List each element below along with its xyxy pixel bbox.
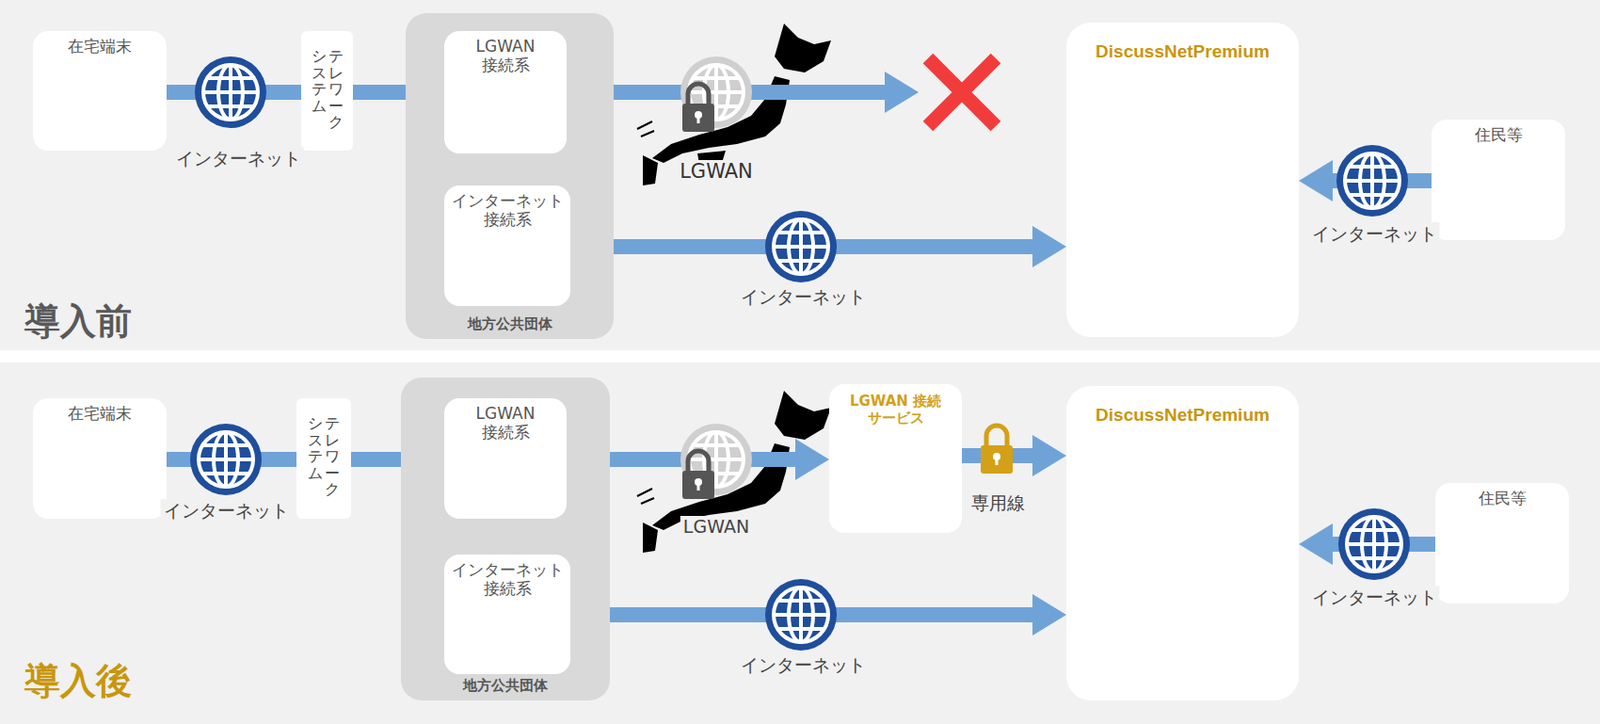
node-label: インターネット 接続系 bbox=[449, 554, 565, 598]
edge-label: インターネット bbox=[737, 653, 869, 678]
node-label: 住民等 bbox=[1435, 482, 1569, 509]
node-label: DiscussNetPremium bbox=[1066, 385, 1299, 426]
node-label: LGWAN 接続サービス bbox=[847, 384, 945, 427]
service-box: DiscussNetPremium bbox=[1066, 22, 1299, 337]
node-label: LGWAN 接続系 bbox=[466, 31, 544, 75]
terminal-box: 住民等 bbox=[1435, 482, 1569, 604]
panel-before bbox=[0, 0, 1600, 351]
lock-icon bbox=[980, 425, 1013, 474]
telework-box: テレワーク システム bbox=[296, 398, 352, 519]
panel-after bbox=[0, 362, 1600, 724]
node-label: 在宅端末 bbox=[32, 398, 167, 424]
globe-icon bbox=[190, 423, 262, 496]
globe-icon bbox=[1338, 508, 1410, 580]
organization-group: 地方公共団体 LGWAN 接続系インターネット 接続系 bbox=[405, 13, 614, 339]
edge-label: インターネット bbox=[737, 285, 869, 310]
terminal-box: インターネット 接続系 bbox=[444, 554, 571, 674]
node-label: 在宅端末 bbox=[32, 31, 167, 57]
service-box: DiscussNetPremium bbox=[1066, 385, 1299, 701]
edge-label: インターネット bbox=[1309, 585, 1440, 610]
globe-icon bbox=[194, 56, 267, 128]
connector-arrow bbox=[961, 434, 1067, 477]
japan-map bbox=[637, 23, 832, 186]
network-label: LGWAN bbox=[676, 160, 756, 183]
node-label: LGWAN 接続系 bbox=[466, 398, 544, 442]
node-label: DiscussNetPremium bbox=[1066, 22, 1299, 63]
node-label: 地方公共団体 bbox=[405, 315, 614, 334]
telework-box: テレワーク システム bbox=[301, 31, 353, 151]
gateway-box: LGWAN 接続サービス bbox=[829, 384, 962, 533]
terminal-box: 在宅端末 bbox=[32, 31, 167, 151]
lock-icon bbox=[682, 450, 715, 499]
node-label: テレワーク システム bbox=[296, 398, 352, 498]
globe-icon bbox=[1336, 144, 1408, 217]
globe-icon bbox=[765, 210, 837, 283]
edge-label: LGWAN bbox=[680, 515, 752, 537]
edge-label: 専用線 bbox=[968, 491, 1028, 516]
section-heading: 導入後 bbox=[24, 656, 132, 705]
lock-icon bbox=[682, 83, 715, 132]
terminal-box: LGWAN 接続系 bbox=[444, 398, 567, 519]
node-label: インターネット 接続系 bbox=[449, 185, 565, 229]
terminal-box: LGWAN 接続系 bbox=[444, 31, 567, 154]
node-label: 住民等 bbox=[1431, 119, 1566, 145]
edge-label: インターネット bbox=[1309, 222, 1440, 247]
edge-label: インターネット bbox=[173, 146, 304, 172]
section-heading: 導入前 bbox=[24, 297, 132, 346]
terminal-box: インターネット 接続系 bbox=[444, 185, 571, 306]
japan-map bbox=[637, 390, 832, 553]
cross-mark bbox=[928, 58, 996, 127]
node-label: 地方公共団体 bbox=[400, 676, 610, 695]
node-label: テレワーク システム bbox=[301, 31, 353, 131]
organization-group: 地方公共団体 LGWAN 接続系インターネット 接続系 bbox=[400, 377, 610, 701]
terminal-box: 住民等 bbox=[1431, 119, 1566, 240]
terminal-box: 在宅端末 bbox=[32, 398, 167, 519]
edge-label: インターネット bbox=[160, 498, 292, 524]
globe-icon bbox=[765, 578, 837, 651]
